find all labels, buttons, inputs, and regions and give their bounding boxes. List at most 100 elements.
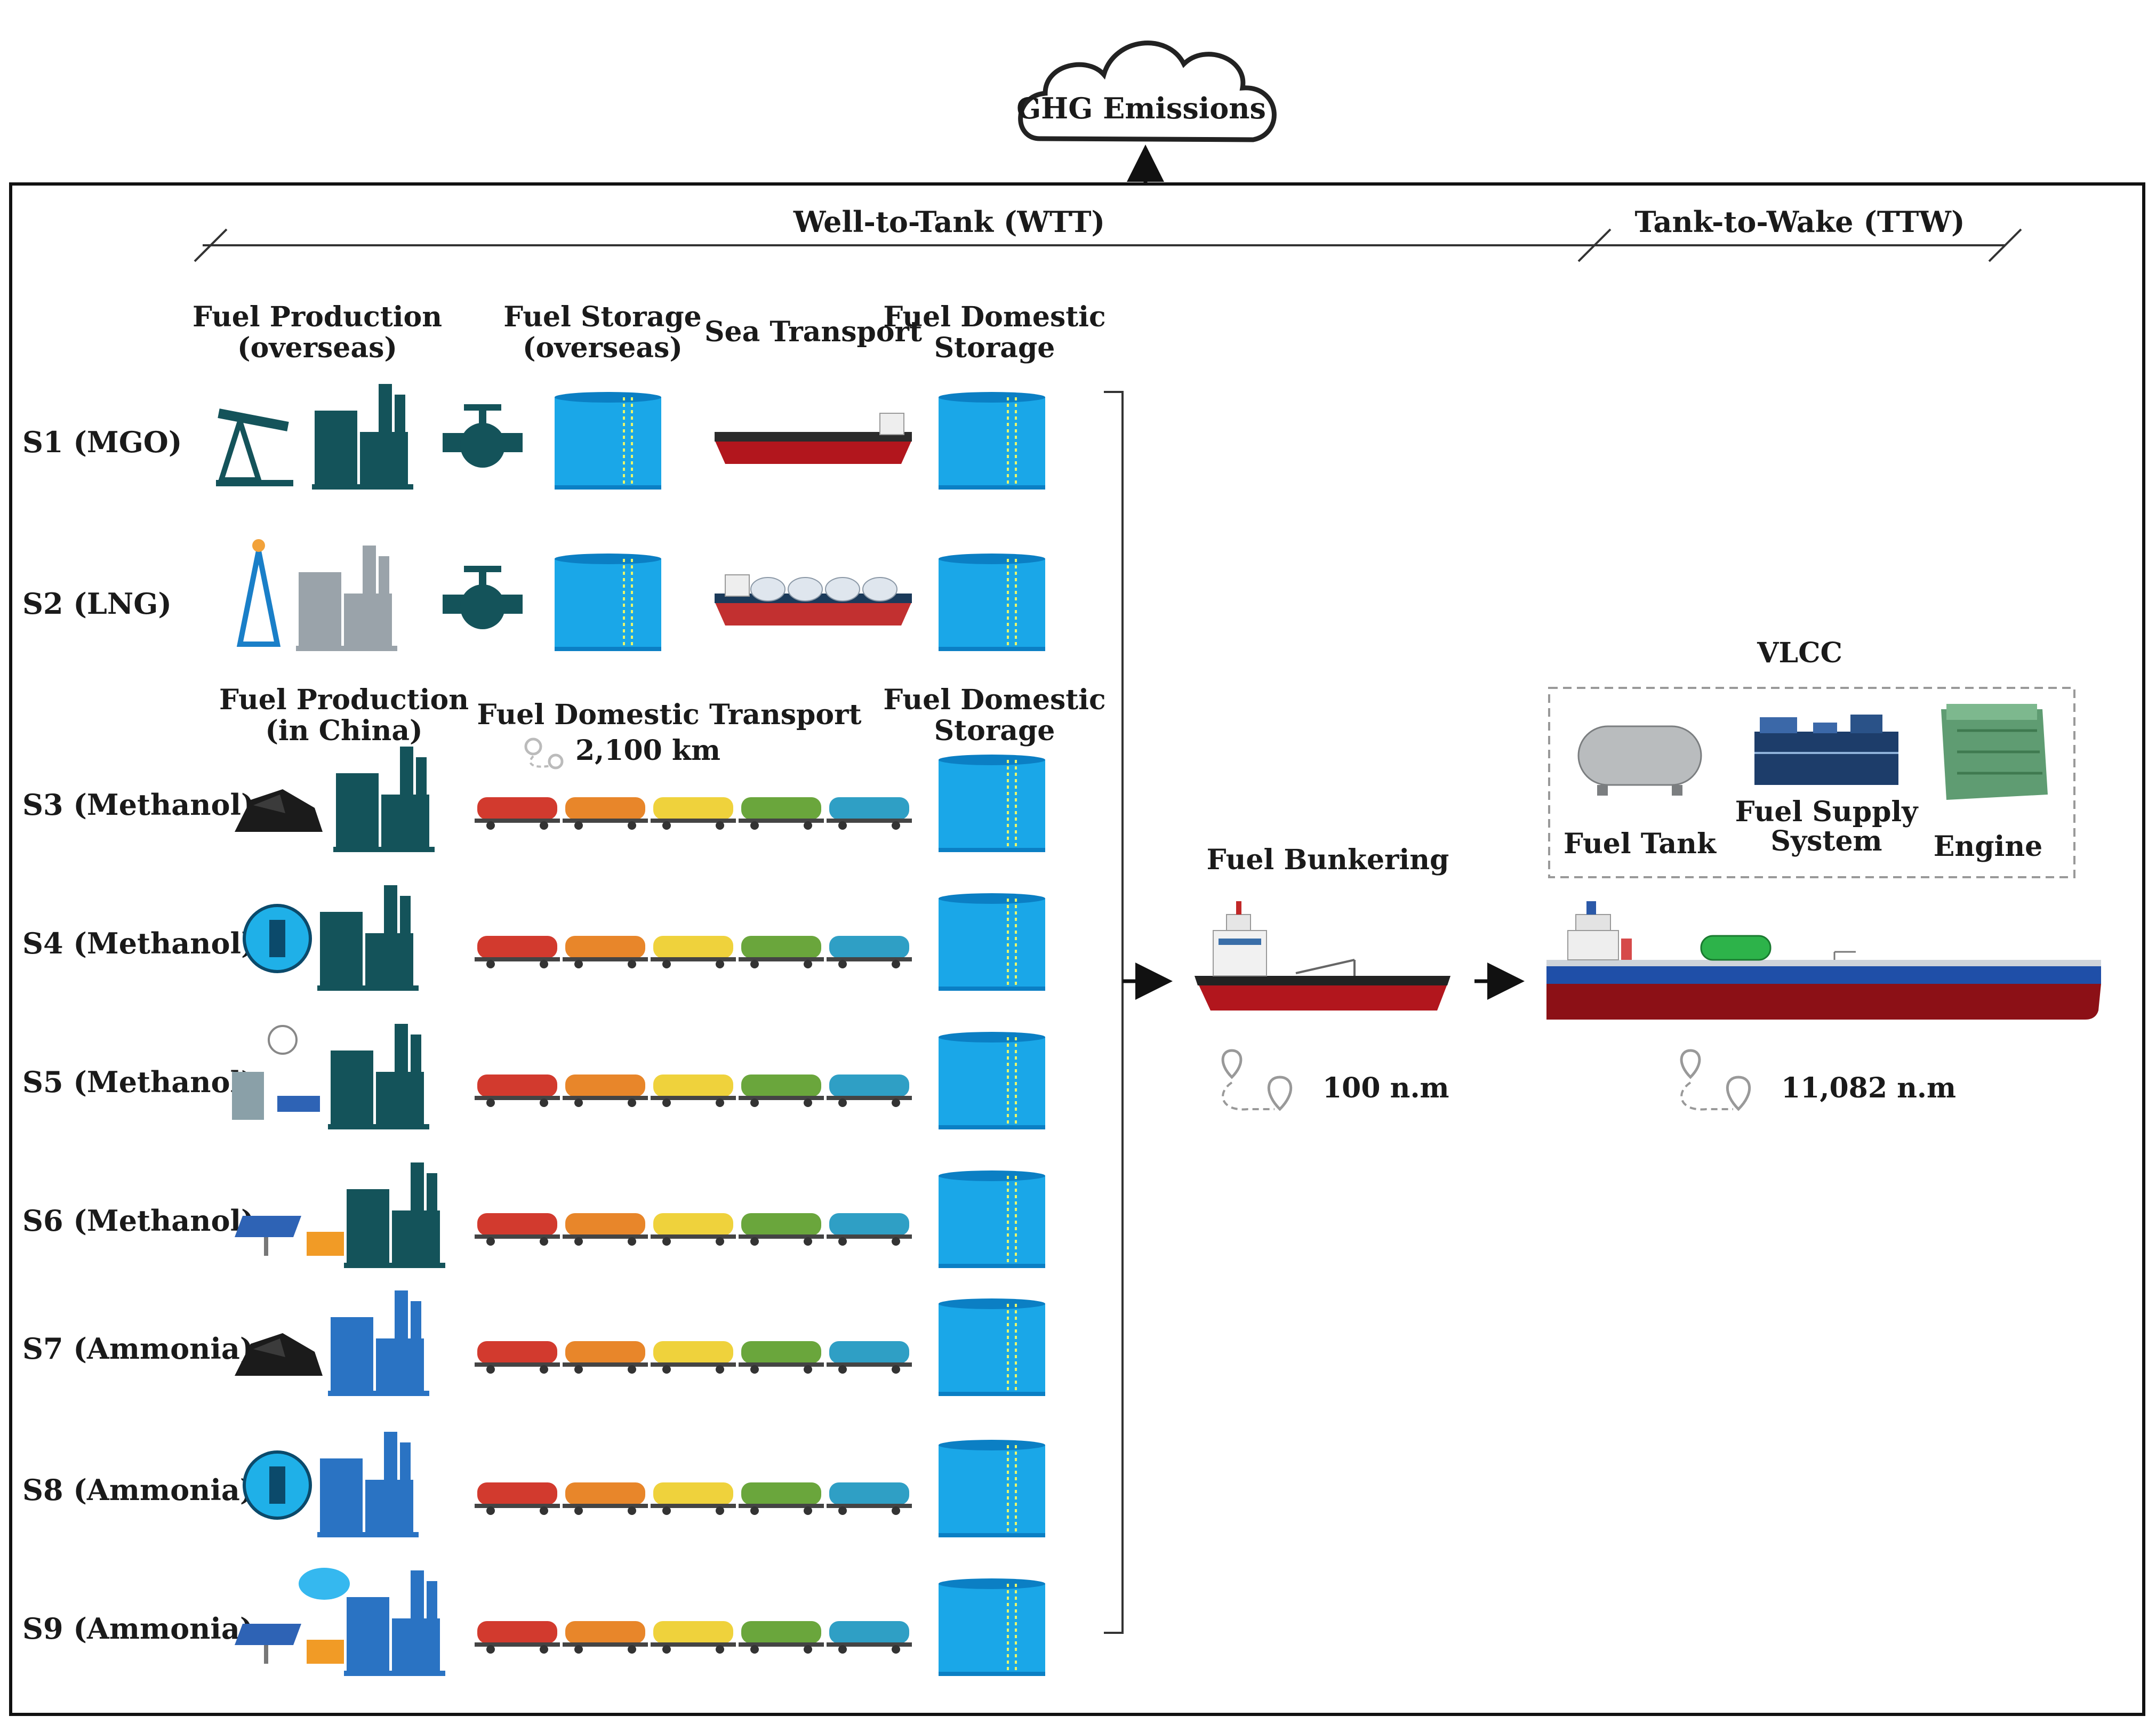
vlcc-distance: 11,082 n.m bbox=[1781, 1072, 1956, 1104]
ammonia-plant-icon bbox=[317, 1432, 419, 1537]
rail-tank-car-icon bbox=[563, 1621, 648, 1654]
header-fuel-domestic-storage-sub: Storage bbox=[934, 332, 1055, 364]
ammonia-plant-icon bbox=[344, 1570, 445, 1676]
rail-tank-car-icon bbox=[827, 1213, 912, 1246]
headers-overseas: Fuel Production (overseas) Fuel Storage … bbox=[193, 301, 1106, 364]
rail-tank-car-icon bbox=[563, 1213, 648, 1246]
rail-tank-car-icon bbox=[651, 936, 736, 968]
domestic-storage-tank-icon bbox=[939, 554, 1045, 651]
lng-plant-icon bbox=[296, 546, 397, 651]
header-fuel-production-china-sub: (in China) bbox=[265, 715, 422, 747]
scenario-label: S7 (Ammonia) bbox=[22, 1332, 253, 1366]
rail-tank-cars bbox=[475, 936, 912, 968]
domestic-transport-distance: 2,100 km bbox=[575, 734, 720, 767]
ghg-emissions-label: GHG Emissions bbox=[1016, 91, 1266, 125]
rail-tank-cars bbox=[475, 1341, 912, 1374]
rail-tank-car-icon bbox=[739, 1341, 824, 1374]
rail-tank-car-icon bbox=[739, 797, 824, 830]
header-fuel-production-china: Fuel Production bbox=[219, 684, 469, 716]
rail-tank-car-icon bbox=[827, 1075, 912, 1107]
rail-tank-car-icon bbox=[739, 1213, 824, 1246]
domestic-storage-tank-icon bbox=[939, 1032, 1045, 1129]
rail-tank-car-icon bbox=[475, 1075, 560, 1107]
header-fuel-production-overseas: Fuel Production bbox=[193, 301, 442, 333]
scenario-label: S3 (Methanol) bbox=[22, 788, 255, 822]
gas-pipe-icon bbox=[243, 904, 312, 973]
header-fuel-production-overseas-sub: (overseas) bbox=[237, 332, 397, 364]
ttw-phase-label: Tank-to-Wake (TTW) bbox=[1634, 205, 1965, 239]
rail-tank-cars bbox=[475, 797, 912, 830]
biomass-co2-icon bbox=[232, 1025, 320, 1120]
rail-tank-car-icon bbox=[651, 1213, 736, 1246]
rail-tank-car-icon bbox=[563, 936, 648, 968]
rail-tank-cars bbox=[475, 1621, 912, 1654]
rail-tank-car-icon bbox=[739, 1482, 824, 1515]
coal-icon bbox=[235, 1333, 323, 1376]
refinery-icon bbox=[312, 384, 413, 490]
rail-tank-car-icon bbox=[827, 1482, 912, 1515]
rail-tank-cars bbox=[475, 1213, 912, 1246]
rail-tank-car-icon bbox=[475, 1213, 560, 1246]
bunker-vessel-icon bbox=[1195, 901, 1450, 1011]
rail-tank-car-icon bbox=[475, 1482, 560, 1515]
rail-tank-car-icon bbox=[651, 797, 736, 830]
overseas-storage-tank-icon bbox=[555, 554, 661, 651]
fuel-tank-icon bbox=[1577, 725, 1702, 796]
scenario-row: S6 (Methanol) bbox=[22, 1162, 1045, 1268]
scenario-row: S8 (Ammonia) bbox=[22, 1432, 1045, 1537]
scenario-label: S4 (Methanol) bbox=[22, 926, 255, 960]
header-fuel-domestic-storage-china-sub: Storage bbox=[934, 715, 1055, 747]
header-sea-transport: Sea Transport bbox=[704, 316, 922, 348]
scenario-row: S1 (MGO) bbox=[22, 384, 1045, 490]
rail-tank-car-icon bbox=[563, 1075, 648, 1107]
domestic-storage-tank-icon bbox=[939, 1440, 1045, 1537]
rail-tank-car-icon bbox=[475, 797, 560, 830]
domestic-storage-tank-icon bbox=[939, 893, 1045, 991]
header-fuel-storage-overseas-sub: (overseas) bbox=[523, 332, 683, 364]
ammonia-plant-icon bbox=[328, 1290, 429, 1396]
route-icon bbox=[524, 737, 564, 769]
rail-tank-car-icon bbox=[563, 797, 648, 830]
domestic-storage-tank-icon bbox=[939, 755, 1045, 852]
valve-icon bbox=[443, 566, 523, 629]
fuel-bunkering-section: Fuel Bunkering 100 n.m bbox=[1195, 844, 1525, 1111]
collection-bracket bbox=[1104, 391, 1173, 1634]
header-fuel-domestic-storage-china: Fuel Domestic bbox=[883, 684, 1105, 716]
fuel-supply-system-icon bbox=[1754, 715, 1898, 785]
coal-icon bbox=[235, 789, 323, 832]
rail-tank-car-icon bbox=[475, 1341, 560, 1374]
vlcc-ship-icon bbox=[1546, 901, 2101, 1020]
rail-tank-car-icon bbox=[827, 1621, 912, 1654]
fuel-supply-label-sub: System bbox=[1770, 825, 1882, 857]
scenario-row: S4 (Methanol) bbox=[22, 885, 1045, 991]
ghg-emissions-cloud: GHG Emissions bbox=[1016, 41, 1277, 142]
scenario-label: S2 (LNG) bbox=[22, 587, 172, 621]
scenario-label: S8 (Ammonia) bbox=[22, 1473, 253, 1507]
domestic-storage-tank-icon bbox=[939, 392, 1045, 490]
rail-tank-cars bbox=[475, 1482, 912, 1515]
domestic-storage-tank-icon bbox=[939, 1298, 1045, 1396]
rail-tank-car-icon bbox=[827, 797, 912, 830]
methanol-plant-icon bbox=[344, 1162, 445, 1268]
lng-carrier-icon bbox=[715, 574, 912, 626]
rail-tank-car-icon bbox=[651, 1482, 736, 1515]
header-fuel-storage-overseas: Fuel Storage bbox=[503, 301, 702, 333]
scenario-row: S5 (Methanol) bbox=[22, 1024, 1045, 1129]
fuel-tank-label: Fuel Tank bbox=[1564, 828, 1717, 860]
rail-tank-car-icon bbox=[651, 1075, 736, 1107]
header-fuel-domestic-transport: Fuel Domestic Transport bbox=[477, 699, 862, 731]
scenario-row: S2 (LNG) bbox=[22, 539, 1045, 651]
engine-label: Engine bbox=[1934, 830, 2042, 863]
bunker-route-icon bbox=[1221, 1049, 1293, 1111]
engine-icon bbox=[1941, 704, 2048, 800]
rail-tank-cars bbox=[475, 1075, 912, 1107]
vlcc-section: VLCC Fuel Tank Fuel Supply System Engine bbox=[1546, 637, 2101, 1111]
rail-tank-car-icon bbox=[739, 936, 824, 968]
scenario-row: S9 (Ammonia) bbox=[22, 1568, 1045, 1676]
header-fuel-domestic-storage: Fuel Domestic bbox=[883, 301, 1105, 333]
rail-tank-car-icon bbox=[475, 1621, 560, 1654]
vlcc-route-icon bbox=[1680, 1049, 1751, 1111]
vlcc-components-box bbox=[1548, 687, 2075, 878]
valve-icon bbox=[443, 404, 523, 468]
